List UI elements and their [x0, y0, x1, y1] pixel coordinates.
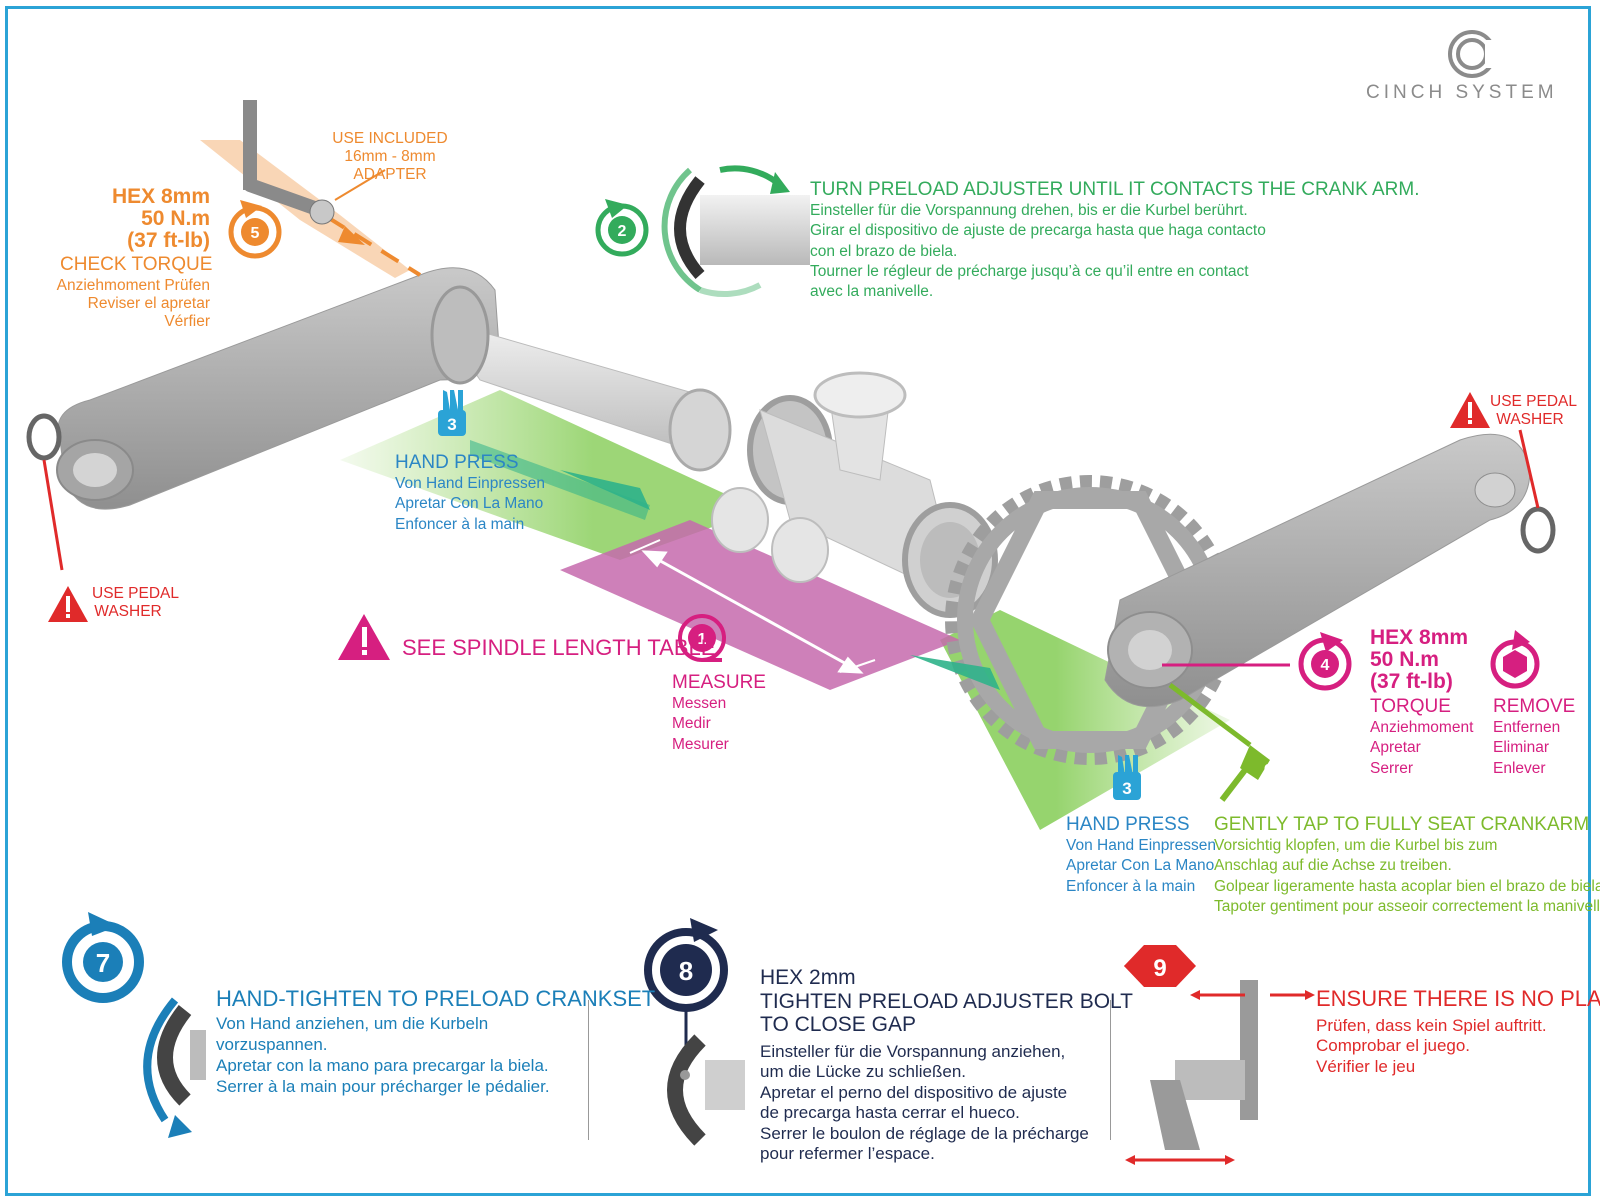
left-crank-arm: [56, 267, 732, 510]
cinch-logo-icon: [1448, 30, 1499, 78]
step7-rotate-icon: [62, 912, 144, 1003]
preload-adjuster-illustration: [661, 165, 810, 297]
step7-preload-illustration: [143, 997, 206, 1138]
step-number-6: 6: [1264, 761, 1272, 778]
section-divider-2: [1110, 1000, 1111, 1140]
tap-hammer-icon: [1168, 683, 1270, 802]
pedal-washer-right: [1520, 506, 1556, 554]
right-crank-arm: [1104, 433, 1531, 708]
page-border: [5, 6, 1591, 1196]
step1-title: MEASURE: [672, 672, 766, 693]
pedal-leader-right: [1518, 429, 1540, 509]
measure-arrow: [629, 539, 876, 674]
step8-description: Einsteller für die Vorspannung anziehen,…: [760, 1042, 1089, 1163]
step-number-8: 8: [679, 956, 693, 986]
step-number-2: 2: [618, 223, 627, 240]
remove-title: REMOVE: [1493, 696, 1576, 717]
step9-play-icon: [1124, 945, 1196, 987]
step8-bolt-illustration: [667, 1034, 745, 1146]
step9-crank-illustration: [1125, 980, 1315, 1165]
hand-press-icon-right: [910, 655, 1141, 800]
step-number-1: 1: [698, 631, 707, 648]
step2-description: Einsteller für die Vorspannung drehen, b…: [810, 202, 1266, 301]
step-number-4: 4: [1321, 657, 1330, 674]
section-divider-1: [588, 1000, 589, 1140]
hex-key: [200, 100, 422, 278]
step2-rotate-icon: [595, 199, 649, 257]
warning-icon-spindle: [338, 614, 390, 660]
pedal-leader-left: [42, 459, 64, 571]
step6-description: Vorsichtig klopfen, um die Kurbel bis zu…: [1214, 837, 1600, 915]
step4-torque-icon: [1298, 632, 1352, 691]
measure-tape-icon: [678, 614, 726, 662]
step6-title: GENTLY TAP TO FULLY SEAT CRANKARM: [1214, 814, 1590, 835]
hand-press-icon-left: [438, 390, 650, 520]
brand-name: CINCH SYSTEM: [1366, 82, 1558, 103]
spindle-length-warning: SEE SPINDLE LENGTH TABLE: [402, 635, 716, 660]
step9-title: ENSURE THERE IS NO PLAY: [1316, 986, 1600, 1011]
step-number-3-right: 3: [1122, 779, 1131, 798]
warning-icon-right: [1450, 392, 1490, 428]
step2-title: TURN PRELOAD ADJUSTER UNTIL IT CONTACTS …: [810, 179, 1420, 200]
step4-title: TORQUE: [1370, 696, 1451, 717]
step9-description: Prüfen, dass kein Spiel auftritt.Comprob…: [1316, 1016, 1547, 1076]
remove-icon: [1490, 630, 1540, 689]
step5-torque-icon: [228, 200, 282, 259]
warning-icon-left: [48, 586, 88, 622]
step-number-3-left: 3: [447, 415, 456, 434]
step-number-7: 7: [96, 948, 110, 978]
step8-rotate-icon: [644, 918, 728, 1060]
step5-title: CHECK TORQUE: [60, 254, 213, 275]
pedal-washer-left: [26, 413, 62, 461]
step7-title: HAND-TIGHTEN TO PRELOAD CRANKSET: [216, 986, 656, 1011]
bottom-bracket-shell: [711, 371, 998, 618]
step3-right-title: HAND PRESS: [1066, 814, 1190, 835]
step-number-5: 5: [251, 225, 260, 242]
step-number-9: 9: [1153, 955, 1166, 982]
step3-left-title: HAND PRESS: [395, 452, 519, 473]
